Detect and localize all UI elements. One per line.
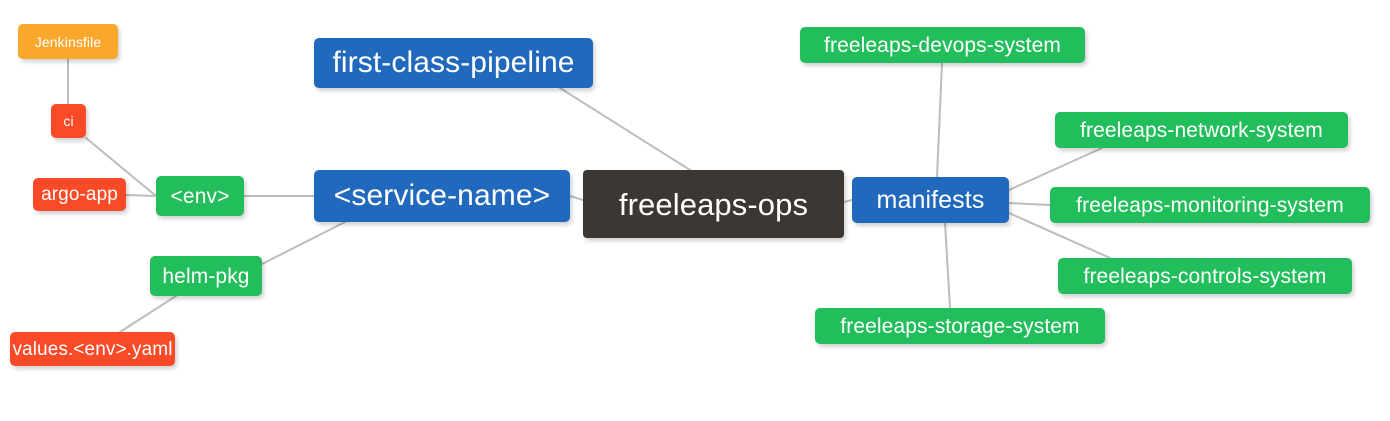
node-ci[interactable]: ci xyxy=(51,104,86,138)
edge-manifests-to-network-system xyxy=(1008,147,1103,191)
edge-manifests-to-storage-system xyxy=(944,222,951,309)
node-network-system[interactable]: freeleaps-network-system xyxy=(1055,112,1348,148)
node-helm-pkg[interactable]: helm-pkg xyxy=(150,256,262,296)
node-monitoring-system[interactable]: freeleaps-monitoring-system xyxy=(1050,187,1370,223)
node-first-class-pipeline[interactable]: first-class-pipeline xyxy=(314,38,593,88)
edge-helm-pkg-to-service-name xyxy=(261,221,346,265)
node-argo-app[interactable]: argo-app xyxy=(33,178,126,211)
node-storage-system[interactable]: freeleaps-storage-system xyxy=(815,308,1105,344)
edge-service-name-to-freeleaps-ops xyxy=(569,195,584,201)
node-values-yaml[interactable]: values.<env>.yaml xyxy=(10,332,175,366)
edge-freeleaps-ops-to-manifests xyxy=(843,199,853,203)
node-controls-system[interactable]: freeleaps-controls-system xyxy=(1058,258,1352,294)
edge-manifests-to-monitoring-system xyxy=(1008,202,1051,206)
node-manifests[interactable]: manifests xyxy=(852,177,1009,223)
node-env[interactable]: <env> xyxy=(156,176,244,216)
node-devops-system[interactable]: freeleaps-devops-system xyxy=(800,27,1085,63)
edge-first-class-pipeline-to-freeleaps-ops xyxy=(559,87,691,171)
node-freeleaps-ops[interactable]: freeleaps-ops xyxy=(583,170,844,238)
node-jenkinsfile[interactable]: Jenkinsfile xyxy=(18,24,118,59)
edge-argo-app-to-env xyxy=(125,194,157,197)
node-service-name[interactable]: <service-name> xyxy=(314,170,570,222)
edge-values-yaml-to-helm-pkg xyxy=(119,295,177,333)
edge-manifests-to-devops-system xyxy=(936,62,943,178)
